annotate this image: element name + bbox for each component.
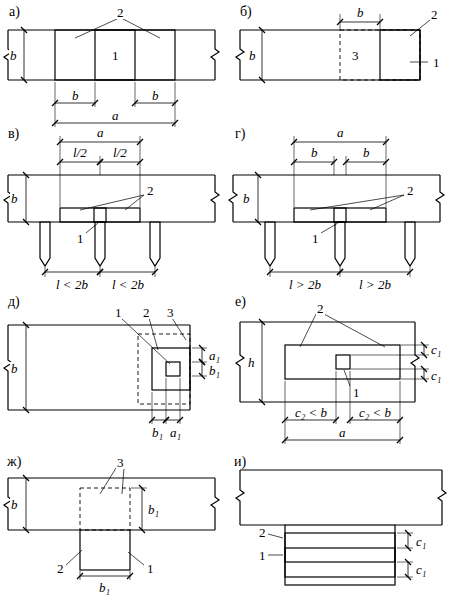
panel-letter: д): [7, 295, 21, 309]
callout-number: 2: [56, 562, 65, 575]
dimension-label: b: [71, 89, 80, 102]
panel-letter: е): [234, 295, 247, 309]
dimension-label: l/2: [72, 146, 88, 159]
dimension-label: b: [242, 192, 251, 205]
callout-number: 1: [352, 386, 361, 399]
dimension-label: b: [9, 49, 18, 62]
dimension-label: b₁: [98, 581, 111, 594]
dimension-label: b₁: [151, 426, 164, 439]
dimension-label: l < 2b: [111, 278, 145, 291]
callout-number: 2: [430, 8, 439, 21]
panel-letter: в): [7, 127, 20, 141]
callout-number: 2: [146, 184, 155, 197]
dimension-label: b: [248, 49, 257, 62]
dimension-label: c₁: [415, 563, 427, 576]
panel-letter: г): [234, 127, 246, 141]
panel-letter: и): [233, 455, 247, 469]
dimension-label: a: [96, 126, 105, 139]
dimension-label: b₁: [147, 503, 160, 516]
dimension-label: a: [336, 126, 345, 139]
callout-number: 1: [111, 49, 120, 62]
panel-letter: ж): [6, 455, 22, 469]
dimension-label: h: [247, 356, 256, 369]
dimension-label: l < 2b: [55, 278, 89, 291]
callout-number: 2: [258, 526, 267, 539]
dimension-label: a₁: [169, 426, 182, 439]
dimension-label: b: [151, 89, 160, 102]
dimension-label: l > 2b: [288, 278, 322, 291]
callout-number: 3: [116, 456, 125, 469]
dimension-label: b: [356, 6, 365, 19]
dimension-label: a: [111, 109, 120, 122]
dimension-label: c₂ < b: [358, 406, 392, 419]
callout-number: 1: [114, 306, 123, 319]
dimension-label: b: [310, 146, 319, 159]
callout-number: 2: [142, 306, 151, 319]
dimension-label: b: [10, 192, 19, 205]
callout-number: 2: [116, 6, 125, 19]
callout-number: 1: [432, 56, 441, 69]
dimension-label: l > 2b: [358, 278, 392, 291]
dimension-label: b: [362, 146, 371, 159]
callout-number: 1: [258, 549, 267, 562]
dimension-label: c₂ < b: [294, 406, 328, 419]
panel-letter: б): [239, 5, 253, 19]
callout-number: 1: [311, 232, 320, 245]
dimension-label: b: [10, 498, 19, 511]
dimension-label: c₁: [415, 535, 427, 548]
panel-letter: а): [8, 5, 21, 19]
dimension-label: c₁: [430, 369, 442, 382]
dimension-label: b₁: [208, 364, 221, 377]
callout-number: 2: [316, 302, 325, 315]
dimension-label: c₁: [430, 343, 442, 356]
callout-number: 1: [146, 562, 155, 575]
callout-number: 1: [76, 232, 85, 245]
callout-number: 3: [166, 306, 175, 319]
dimension-label: a₁: [208, 349, 221, 362]
dimension-label: l/2: [112, 146, 128, 159]
dimension-label: b: [10, 362, 19, 375]
callout-number: 2: [406, 184, 415, 197]
callout-number: 3: [351, 49, 360, 62]
dimension-label: a: [338, 426, 347, 439]
